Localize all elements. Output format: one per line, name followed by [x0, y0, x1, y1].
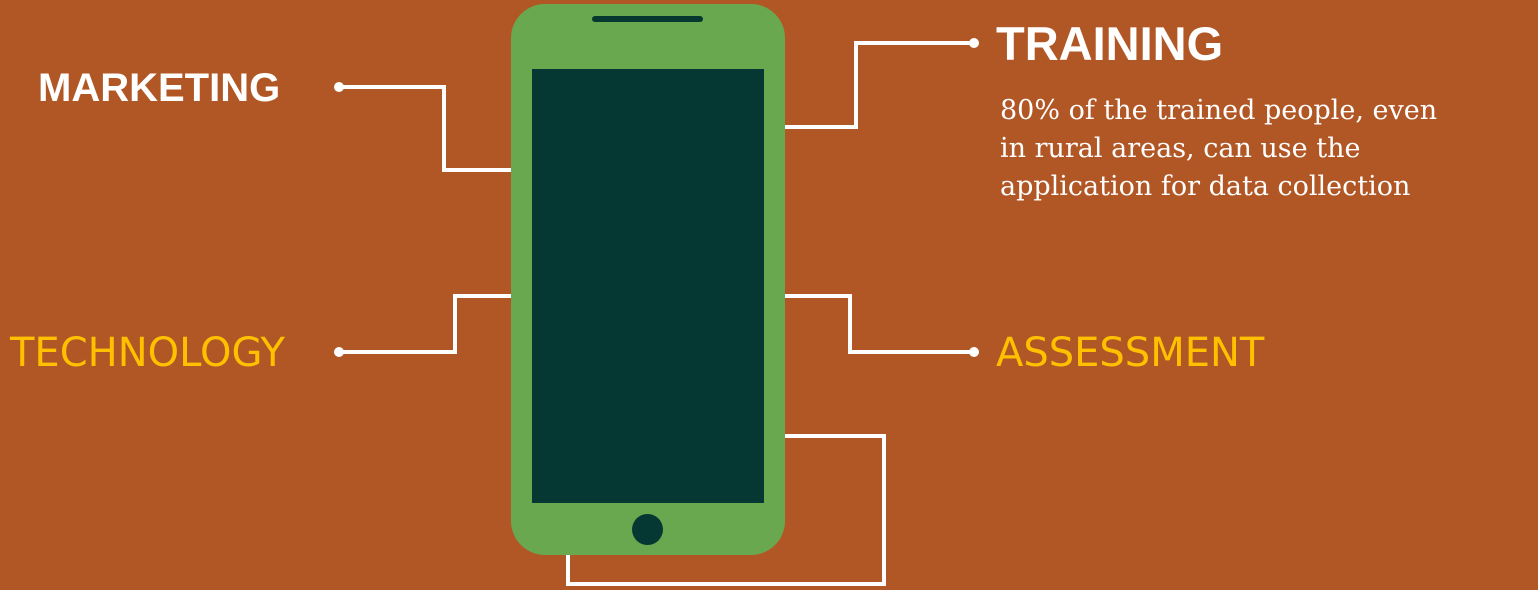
training-connector: [785, 41, 972, 129]
training-description-line: application for data collection: [1000, 171, 1411, 202]
training-label: TRAINING: [996, 17, 1224, 70]
assessment-connector-dot-icon: [969, 347, 979, 357]
training-connector-dot-icon: [969, 38, 979, 48]
training-description-line: 80% of the trained people, even: [1000, 95, 1438, 126]
training-description-line: in rural areas, can use the: [1000, 133, 1361, 164]
phone-screen: [532, 69, 764, 503]
technology-connector: [342, 294, 511, 354]
marketing-connector: [342, 85, 511, 172]
bottom-connector: [566, 434, 886, 586]
assessment-connector: [785, 294, 972, 354]
technology-connector-dot-icon: [334, 347, 344, 357]
technology-label: TECHNOLOGY: [10, 330, 285, 376]
assessment-label: ASSESSMENT: [996, 330, 1265, 376]
marketing-label: MARKETING: [38, 66, 281, 110]
phone-speaker: [592, 16, 703, 22]
smartphone-icon: [511, 4, 785, 555]
marketing-connector-dot-icon: [334, 82, 344, 92]
phone-home-button: [632, 514, 663, 545]
training-description: 80% of the trained people, even in rural…: [1000, 92, 1437, 206]
